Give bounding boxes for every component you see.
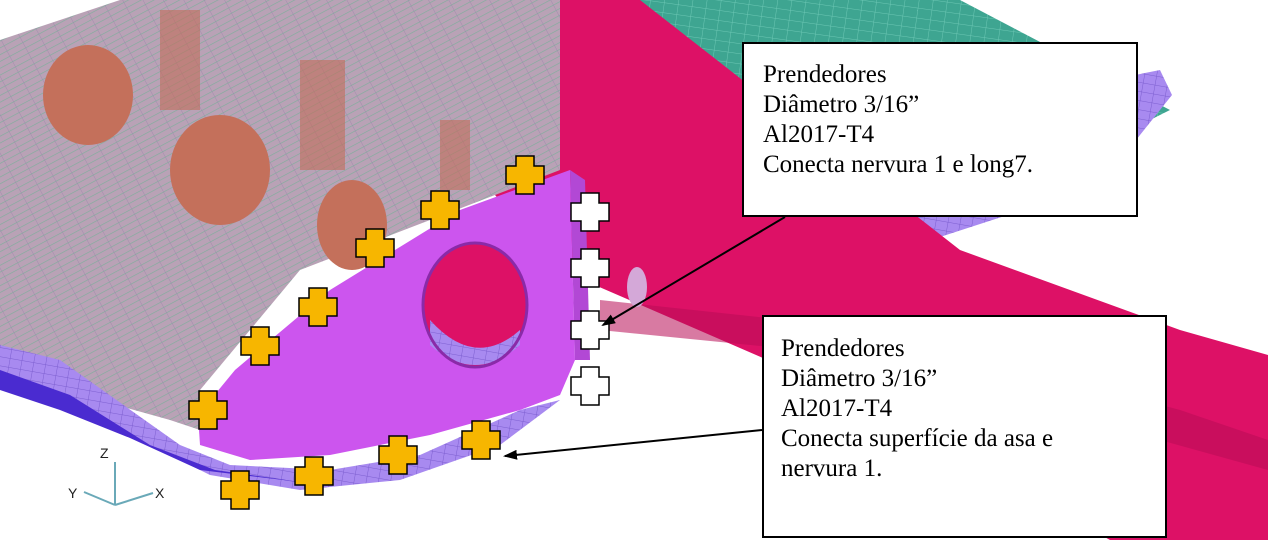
fastener-markers [188, 155, 610, 510]
fastener-white-3 [570, 310, 610, 350]
stringer-shadow-1 [160, 10, 200, 110]
fastener-orange-4 [298, 287, 338, 327]
callout-skin-rib-fasteners: Prendedores Diâmetro 3/16” Al2017-T4 Con… [762, 315, 1167, 538]
bottom-edge-dark [0, 370, 300, 482]
lightening-hole-2 [170, 115, 270, 225]
callout-2-line-5: nervura 1. [781, 455, 883, 482]
lightening-hole-1 [43, 45, 133, 145]
stringer-shadow-3 [440, 120, 470, 190]
fastener-white-1 [570, 192, 610, 232]
stringer-shadow-2 [300, 60, 345, 170]
fastener-white-4 [570, 366, 610, 406]
axis-label-x: X [155, 485, 165, 501]
leader-arrow-2 [503, 429, 763, 460]
fastener-orange-3 [355, 228, 395, 268]
rib-hole-mesh [430, 320, 520, 365]
callout-2-line-4: Conecta superfície da asa e [781, 425, 1054, 452]
fastener-orange-8 [294, 456, 334, 496]
rib-hole-rim [421, 241, 529, 369]
fastener-orange-6 [188, 390, 228, 430]
callout-1-line-4: Conecta nervura 1 e long7. [763, 151, 1034, 178]
fastener-orange-1 [505, 155, 545, 195]
fastener-orange-10 [461, 420, 501, 460]
rib-hole [423, 243, 527, 367]
axis-label-y: Y [68, 485, 78, 501]
leader-arrow-1 [601, 216, 786, 327]
fastener-orange-5 [240, 326, 280, 366]
axis-label-z: Z [100, 445, 109, 461]
callout-2-line-2: Diâmetro 3/16” [781, 365, 938, 392]
fastener-orange-7 [220, 470, 260, 510]
bottom-skin-violet [0, 345, 560, 490]
callout-2-line-1: Prendedores [781, 335, 905, 362]
callout-2-line-3: Al2017-T4 [781, 395, 893, 422]
callout-1-line-3: Al2017-T4 [763, 121, 875, 148]
callout-1-line-1: Prendedores [763, 61, 887, 88]
callout-1-line-2: Diâmetro 3/16” [763, 91, 920, 118]
fastener-orange-9 [378, 435, 418, 475]
fastener-orange-2 [420, 190, 460, 230]
wing-skin-mesh [0, 0, 560, 440]
spar-hole [627, 267, 647, 307]
fastener-white-2 [570, 248, 610, 288]
axis-triad: Z Y X [68, 445, 165, 506]
callout-rib-stringer-fasteners: Prendedores Diâmetro 3/16” Al2017-T4 Con… [742, 42, 1138, 217]
